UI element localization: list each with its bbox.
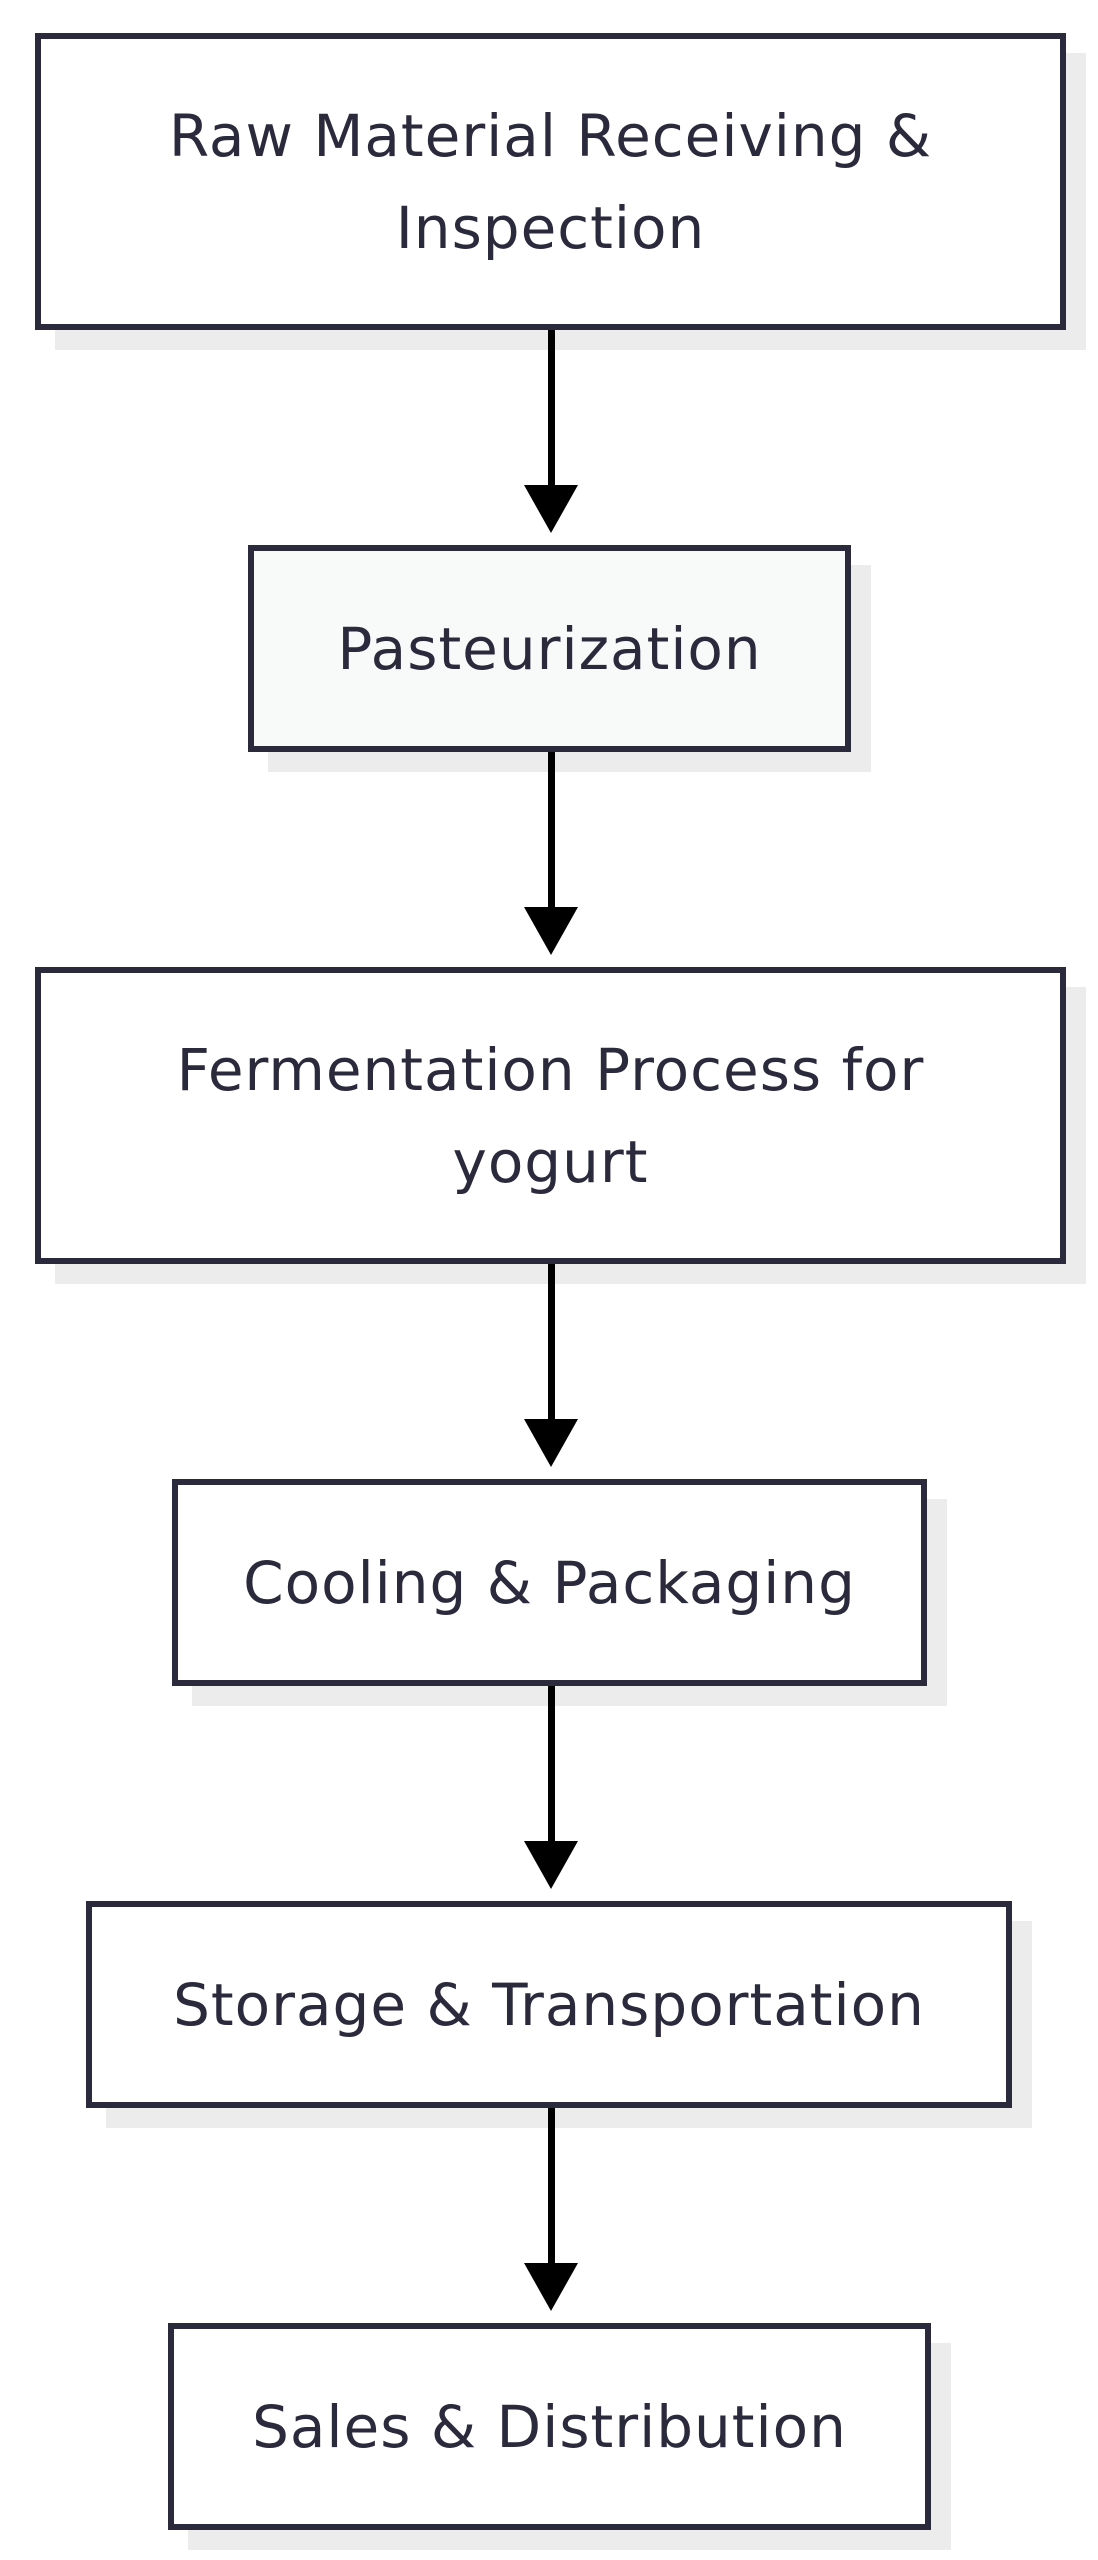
arrow-pasteurization-to-fermentation — [524, 752, 578, 955]
node-storage-transportation: Storage & Transportation — [86, 1901, 1012, 2108]
node-label: Cooling & Packaging — [243, 1548, 856, 1617]
arrow-head-icon — [524, 1419, 578, 1467]
node-raw-material-receiving: Raw Material Receiving & Inspection — [35, 33, 1066, 330]
node-label: Pasteurization — [337, 614, 762, 683]
arrow-fermentation-to-cooling — [524, 1264, 578, 1467]
node-pasteurization: Pasteurization — [248, 545, 851, 752]
arrow-head-icon — [524, 2263, 578, 2311]
node-sales-distribution: Sales & Distribution — [168, 2323, 931, 2530]
node-label: Raw Material Receiving & Inspection — [168, 101, 933, 262]
arrow-head-icon — [524, 907, 578, 955]
arrow-head-icon — [524, 1841, 578, 1889]
node-label: Sales & Distribution — [252, 2392, 847, 2461]
node-label: Fermentation Process for yogurt — [176, 1035, 925, 1196]
arrow-raw-material-to-pasteurization — [524, 330, 578, 533]
node-fermentation-process: Fermentation Process for yogurt — [35, 967, 1066, 1264]
arrow-cooling-to-storage — [524, 1686, 578, 1889]
node-cooling-packaging: Cooling & Packaging — [172, 1479, 927, 1686]
arrow-head-icon — [524, 485, 578, 533]
node-label: Storage & Transportation — [173, 1970, 925, 2039]
arrow-storage-to-sales — [524, 2108, 578, 2311]
